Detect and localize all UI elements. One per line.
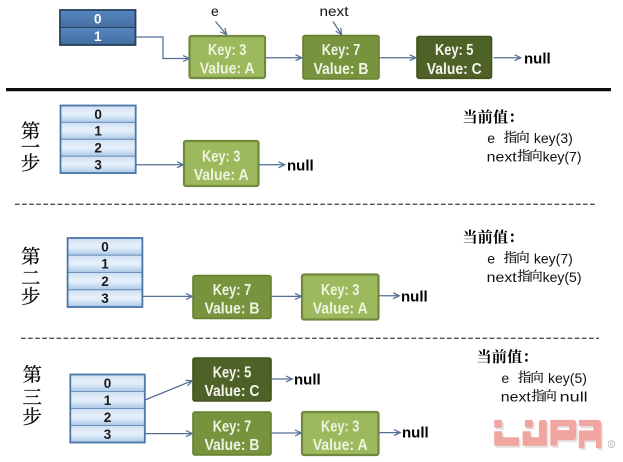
svg-text:Value: A: Value: A	[200, 61, 255, 78]
svg-text:Value: B: Value: B	[205, 301, 260, 318]
svg-text:e: e	[501, 370, 509, 386]
svg-text:Key: 7: Key: 7	[322, 42, 361, 59]
svg-text:0: 0	[94, 107, 102, 122]
svg-text:key(5): key(5)	[548, 370, 587, 386]
svg-text:null: null	[402, 425, 429, 442]
svg-text:1: 1	[104, 393, 112, 408]
svg-text:Key: 3: Key: 3	[202, 148, 241, 165]
svg-text:Key: 5: Key: 5	[435, 42, 474, 59]
svg-text:null: null	[560, 389, 588, 405]
svg-text:1: 1	[94, 124, 102, 139]
svg-text:key(7): key(7)	[543, 148, 582, 164]
svg-text:0: 0	[101, 239, 109, 254]
svg-text:3: 3	[94, 157, 102, 172]
svg-text:Value: B: Value: B	[205, 437, 260, 454]
svg-text:Key: 7: Key: 7	[213, 282, 252, 299]
svg-text:R: R	[610, 443, 614, 449]
svg-text:null: null	[401, 289, 428, 306]
svg-text:key(5): key(5)	[543, 269, 582, 285]
svg-text:Key: 7: Key: 7	[213, 418, 252, 435]
svg-text:null: null	[287, 157, 314, 174]
svg-text:2: 2	[101, 274, 109, 289]
svg-text:Key: 3: Key: 3	[321, 418, 360, 435]
svg-text:Key: 3: Key: 3	[321, 282, 360, 299]
svg-text:e: e	[487, 250, 495, 266]
svg-text:0: 0	[104, 376, 112, 391]
svg-text:3: 3	[101, 291, 109, 306]
svg-text:1: 1	[101, 257, 109, 272]
svg-text:next: next	[320, 3, 349, 19]
svg-text:next: next	[487, 148, 517, 164]
svg-text:Key: 5: Key: 5	[213, 364, 252, 381]
svg-text:next: next	[501, 389, 531, 405]
svg-text:e: e	[487, 130, 495, 146]
svg-text:Value: C: Value: C	[205, 383, 260, 400]
svg-text:null: null	[524, 51, 551, 68]
svg-text:null: null	[294, 372, 321, 389]
svg-text:2: 2	[104, 410, 112, 425]
svg-text:e: e	[211, 3, 219, 19]
svg-text:0: 0	[94, 12, 102, 27]
svg-text:Key: 3: Key: 3	[208, 42, 247, 59]
svg-text:key(3): key(3)	[534, 130, 573, 146]
svg-text:Value: A: Value: A	[313, 437, 368, 454]
svg-text:Value: B: Value: B	[314, 61, 369, 78]
svg-text:1: 1	[94, 29, 102, 44]
svg-text:Value: A: Value: A	[313, 301, 368, 318]
svg-text:next: next	[487, 269, 517, 285]
svg-text:2: 2	[94, 141, 102, 156]
svg-text:Value: A: Value: A	[194, 167, 249, 184]
svg-text:Value: C: Value: C	[427, 61, 482, 78]
svg-text:3: 3	[104, 427, 112, 442]
svg-text:key(7): key(7)	[534, 250, 573, 266]
